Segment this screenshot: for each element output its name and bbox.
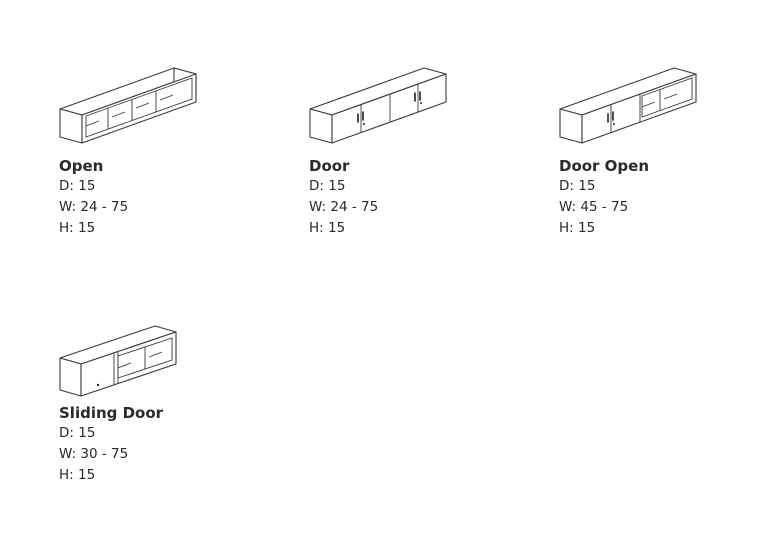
- spec-width: W: 45 - 75: [559, 199, 629, 215]
- spec-depth: D: 15: [59, 178, 96, 194]
- sliding-door-cabinet-icon: [59, 325, 177, 397]
- open-shelf-icon: [59, 67, 197, 144]
- spec-depth: D: 15: [559, 178, 596, 194]
- spec-height: H: 15: [59, 467, 96, 483]
- spec-width: W: 30 - 75: [59, 446, 129, 462]
- spec-height: H: 15: [309, 220, 346, 236]
- product-open: Open D: 15 W: 24 - 75 H: 15: [59, 64, 299, 239]
- spec-height: H: 15: [59, 220, 96, 236]
- product-sliding-door: Sliding Door D: 15 W: 30 - 75 H: 15: [59, 322, 299, 486]
- spec-width: W: 24 - 75: [309, 199, 379, 215]
- product-name: Door: [309, 157, 350, 175]
- spec-height: H: 15: [559, 220, 596, 236]
- product-name: Door Open: [559, 157, 650, 175]
- product-name: Open: [59, 157, 104, 175]
- spec-list: D: 15 W: 45 - 75 H: 15: [559, 176, 770, 239]
- spec-list: D: 15 W: 24 - 75 H: 15: [309, 176, 549, 239]
- spec-list: D: 15 W: 24 - 75 H: 15: [59, 176, 299, 239]
- door-open-cabinet-icon: [559, 67, 697, 144]
- door-cabinet-icon: [309, 67, 447, 144]
- product-door-open: Door Open D: 15 W: 45 - 75 H: 15: [559, 64, 770, 239]
- product-door: Door D: 15 W: 24 - 75 H: 15: [309, 64, 549, 239]
- spec-width: W: 24 - 75: [59, 199, 129, 215]
- spec-list: D: 15 W: 30 - 75 H: 15: [59, 423, 299, 486]
- product-name: Sliding Door: [59, 404, 164, 422]
- spec-depth: D: 15: [309, 178, 346, 194]
- spec-depth: D: 15: [59, 425, 96, 441]
